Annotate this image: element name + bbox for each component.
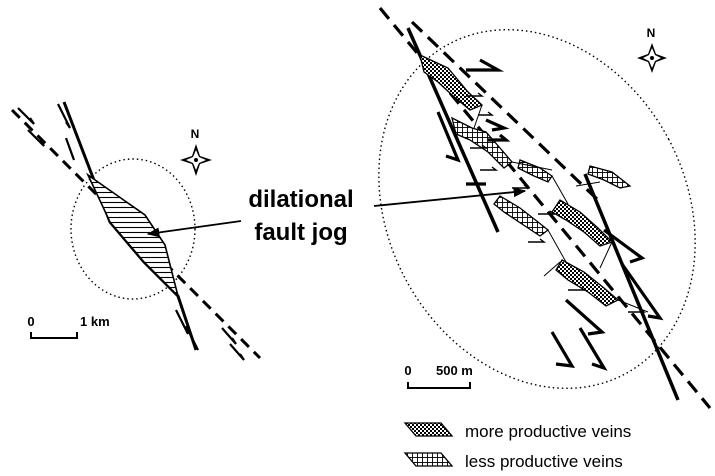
vein-less-3 [518,160,552,182]
scale-bar-left: 0 1 km [27,314,109,338]
scale-right-end: 500 m [436,363,473,378]
legend: more productive veins less productive ve… [405,422,631,471]
jog-slip-arrows [466,93,644,312]
legend-swatch-less [405,453,452,466]
north-arrow-right: N [637,26,667,73]
vein-less-1 [452,118,512,168]
scale-right-zero: 0 [404,363,411,378]
north-arrow-left: N [180,127,212,176]
legend-label-less: less productive veins [465,452,623,471]
north-label-left: N [191,127,200,141]
legend-swatch-more [405,423,452,436]
vein-more-1 [420,55,482,110]
north-label-right: N [647,26,656,40]
jog-label-line2: fault jog [254,219,347,246]
scale-left-end: 1 km [80,314,110,329]
scale-left-zero: 0 [27,314,34,329]
vein-more-2 [552,200,612,246]
right-jog-ellipse [318,0,715,444]
jog-label-group: dilational fault jog [148,186,525,246]
scale-bar-right: 0 500 m [404,363,472,388]
left-map: N 0 1 km [12,102,260,360]
pointer-arrow-left [148,221,241,234]
left-jog-fill [88,175,178,296]
vein-less-4 [588,166,630,188]
legend-label-more: more productive veins [465,422,631,441]
jog-label-line1: dilational [248,186,353,213]
right-fault-dashed-2 [412,22,598,200]
right-map: N 0 500 m [318,0,715,444]
